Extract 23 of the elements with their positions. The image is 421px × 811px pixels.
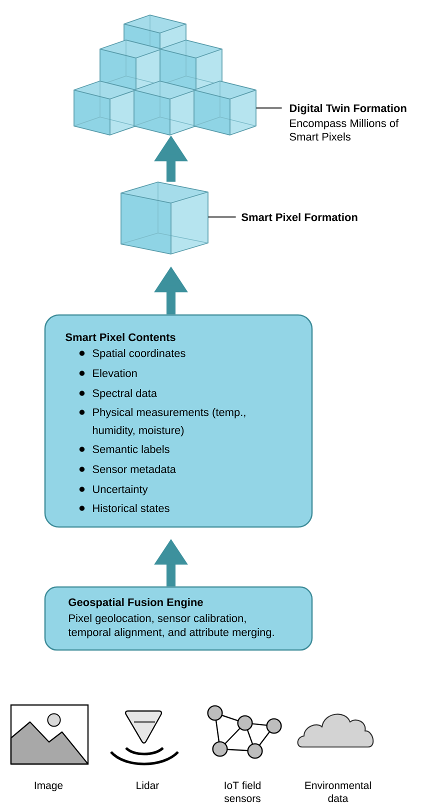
callout-heading: Digital Twin Formation <box>290 104 406 114</box>
callout-text: Encompass Millions of Smart Pixels <box>290 119 399 141</box>
icon-label: Image <box>34 782 63 792</box>
callout-heading: Smart Pixel Formation <box>242 213 358 222</box>
process-box <box>44 586 313 651</box>
list-item: Spectral data <box>92 389 157 400</box>
list-item: Physical measurements (temp., humidity, moisture) <box>92 408 246 436</box>
leader-line <box>208 216 236 218</box>
icon-label: Lidar <box>136 781 159 790</box>
icon-label: Environmental data <box>305 781 371 802</box>
icon-label: IoT field sensors <box>224 781 260 802</box>
box-text: Pixel geolocation, sensor calibration, temporal alignment, and attribute merging. <box>68 614 274 638</box>
cube <box>120 182 208 254</box>
list-item: Semantic labels <box>92 445 170 454</box>
list-item: Spatial coordinates <box>92 349 186 360</box>
cube-stack <box>74 14 256 136</box>
box-heading: Smart Pixel Contents <box>66 333 176 342</box>
content-box <box>44 314 313 528</box>
list-item: Historical states <box>93 504 170 512</box>
list-item: Elevation <box>93 369 137 378</box>
list-item: Sensor metadata <box>92 465 176 474</box>
list-item: Uncertainty <box>93 485 148 496</box>
box-heading: Geospatial Fusion Engine <box>68 598 203 608</box>
